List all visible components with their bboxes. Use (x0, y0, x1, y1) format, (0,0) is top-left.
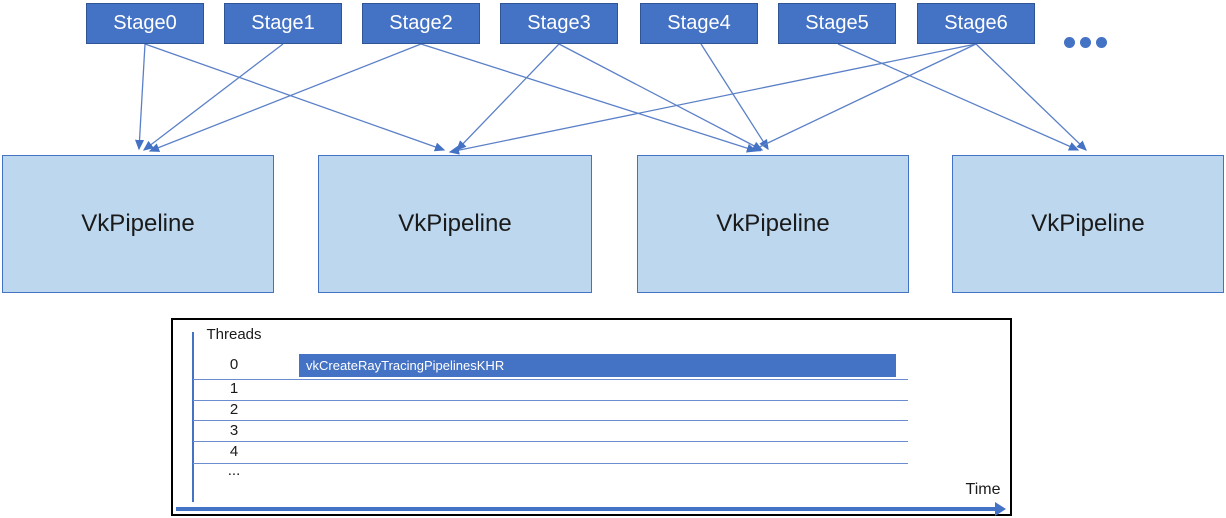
thread-row-label-1: 1 (229, 380, 239, 397)
connector-stage6-to-pipeline-2 (448, 43, 977, 155)
gantt-bar-vkCreateRayTracingPipelinesKHR: vkCreateRayTracingPipelinesKHR (299, 354, 896, 377)
stage-box-4: Stage4 (640, 3, 758, 44)
threads-axis-title: Threads (206, 326, 262, 343)
stage-box-1: Stage1 (224, 3, 342, 44)
thread-row-line-4 (193, 463, 908, 464)
stage-box-6: Stage6 (917, 3, 1035, 44)
thread-row-label-3: 3 (229, 422, 239, 439)
time-axis-title: Time (965, 481, 1001, 498)
pipeline-box-4: VkPipeline (952, 155, 1224, 293)
ellipsis-dot-0 (1064, 37, 1075, 48)
stage-box-5: Stage5 (778, 3, 896, 44)
stage-box-3: Stage3 (500, 3, 618, 44)
connector-stage2-to-pipeline-1 (148, 43, 422, 152)
connector-stage0-to-pipeline-2 (144, 43, 446, 152)
thread-row-line-2 (193, 420, 908, 421)
connector-stage3-to-pipeline-2 (456, 43, 560, 151)
connector-stage2-to-pipeline-3 (420, 43, 758, 153)
thread-row-label-2: 2 (229, 401, 239, 418)
connector-stage1-to-pipeline-1 (142, 43, 284, 151)
thread-row-line-1 (193, 400, 908, 401)
connector-stage4-to-pipeline-3 (700, 43, 769, 151)
connector-stage5-to-pipeline-4 (837, 43, 1080, 151)
time-axis-arrowhead-icon (995, 502, 1006, 516)
ellipsis-dot-1 (1080, 37, 1091, 48)
thread-row-label-0: 0 (229, 356, 239, 373)
thread-row-label-...: ... (227, 462, 241, 479)
thread-timeline-panel: Threads 0 1 2 3 4... vkCreateRayTracingPipel… (171, 318, 1012, 516)
ellipsis-dot-2 (1096, 37, 1107, 48)
thread-row-line-0 (193, 379, 908, 380)
connector-stage3-to-pipeline-3 (558, 43, 764, 151)
pipeline-box-3: VkPipeline (637, 155, 909, 293)
thread-row-label-4: 4 (229, 443, 239, 460)
pipeline-box-2: VkPipeline (318, 155, 592, 293)
connector-stage6-to-pipeline-3 (749, 43, 977, 152)
stage-box-0: Stage0 (86, 3, 204, 44)
pipeline-box-1: VkPipeline (2, 155, 274, 293)
threads-axis-line (192, 332, 194, 502)
stage-box-2: Stage2 (362, 3, 480, 44)
connector-stage0-to-pipeline-1 (134, 43, 146, 151)
connector-stage6-to-pipeline-4 (975, 43, 1087, 151)
thread-row-line-3 (193, 441, 908, 442)
time-axis-line (176, 507, 996, 511)
